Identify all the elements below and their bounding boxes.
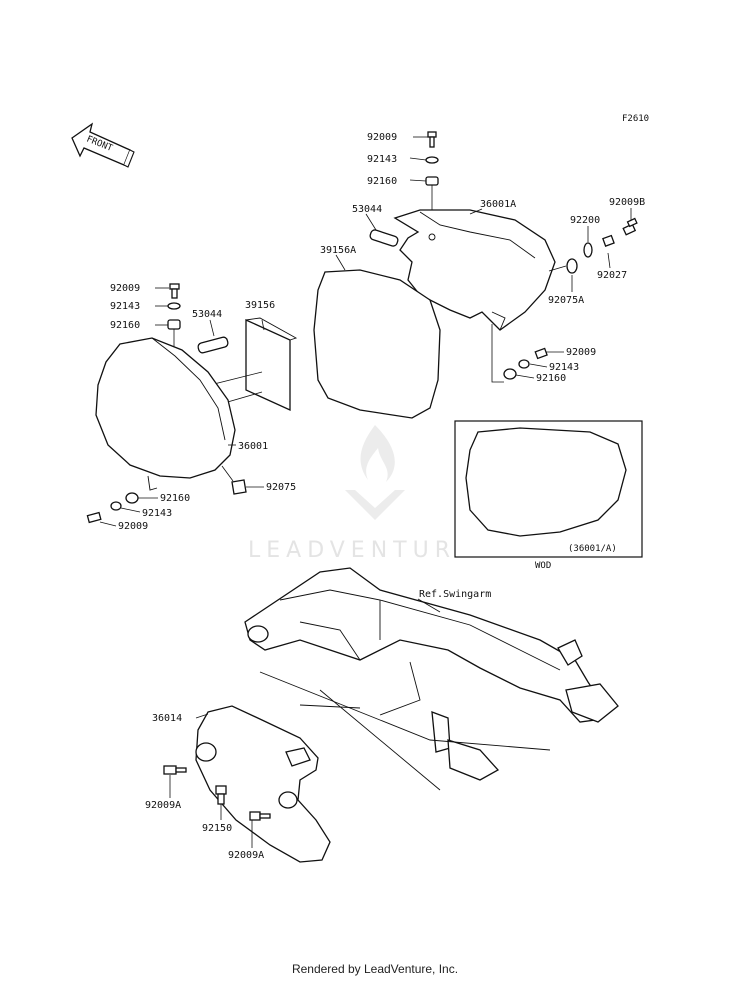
grommet-icon xyxy=(503,368,517,380)
part-label: 92160 xyxy=(536,373,566,384)
part-label: 36001A xyxy=(480,199,516,210)
part-label: 92075A xyxy=(548,295,584,306)
inset-note: WOD xyxy=(535,561,551,571)
part-label: 92143 xyxy=(549,362,579,373)
collar-tube xyxy=(197,336,229,354)
chain-guard xyxy=(195,705,331,863)
part-label: 92075 xyxy=(266,482,296,493)
bolt-icon xyxy=(427,131,437,148)
air-filter-element xyxy=(313,269,441,419)
wod-inset: (36001/A) WOD xyxy=(454,420,643,571)
washer-icon xyxy=(518,359,530,369)
washer-icon xyxy=(583,242,593,258)
part-label: 92160 xyxy=(367,176,397,187)
left-cover-group xyxy=(86,283,298,527)
part-label: 92150 xyxy=(202,823,232,834)
part-label: 92160 xyxy=(110,320,140,331)
collar-icon xyxy=(602,234,615,247)
part-label: 53044 xyxy=(192,309,222,320)
part-label: 39156A xyxy=(320,245,356,256)
bolt-icon xyxy=(163,765,187,775)
part-label: 36001 xyxy=(238,441,268,452)
grommet-icon xyxy=(167,319,181,330)
bolt-icon xyxy=(169,283,180,299)
bolt-icon xyxy=(249,811,271,821)
part-label: 92009 xyxy=(367,132,397,143)
part-label: 92200 xyxy=(570,215,600,226)
part-label: 92009 xyxy=(118,521,148,532)
front-arrow-icon: FRONT xyxy=(71,122,135,168)
part-label: 92009A xyxy=(145,800,181,811)
bolt-icon xyxy=(215,785,227,805)
part-label: 36014 xyxy=(152,713,182,724)
part-label: 92009 xyxy=(566,347,596,358)
figure-code: F2610 xyxy=(622,114,649,124)
part-label: 92009 xyxy=(110,283,140,294)
part-label: 92143 xyxy=(142,508,172,519)
part-label: 92160 xyxy=(160,493,190,504)
right-cover-group xyxy=(313,131,638,419)
collar-tube xyxy=(369,229,399,247)
grommet-icon xyxy=(125,492,139,504)
grommet-icon xyxy=(425,176,439,186)
part-label: 92027 xyxy=(597,270,627,281)
watermark-logo xyxy=(345,425,405,520)
part-label: 39156 xyxy=(245,300,275,311)
swingarm-reference xyxy=(244,567,601,723)
bolt-icon xyxy=(86,511,102,524)
washer-icon xyxy=(167,302,181,310)
grommet-icon xyxy=(566,258,578,274)
part-label: 53044 xyxy=(352,204,382,215)
air-filter-pad xyxy=(245,318,291,412)
footer-credit: Rendered by LeadVenture, Inc. xyxy=(291,962,459,976)
watermark-text: LEADVENTURE xyxy=(248,538,476,563)
part-label: 92009A xyxy=(228,850,264,861)
ref-label: Ref.Swingarm xyxy=(419,589,491,600)
part-label: 92143 xyxy=(110,301,140,312)
bolt-icon xyxy=(534,347,548,360)
swingarm-group xyxy=(244,567,619,791)
washer-icon xyxy=(110,501,122,511)
bolt-icon xyxy=(622,217,638,236)
part-label: 92143 xyxy=(367,154,397,165)
washer-icon xyxy=(425,156,439,164)
inset-caption: (36001/A) xyxy=(568,544,617,554)
left-side-cover xyxy=(95,337,236,479)
part-label: 92009B xyxy=(609,197,645,208)
right-side-cover xyxy=(393,209,556,331)
chain-guard-group xyxy=(163,705,331,863)
grommet-icon xyxy=(231,479,247,495)
